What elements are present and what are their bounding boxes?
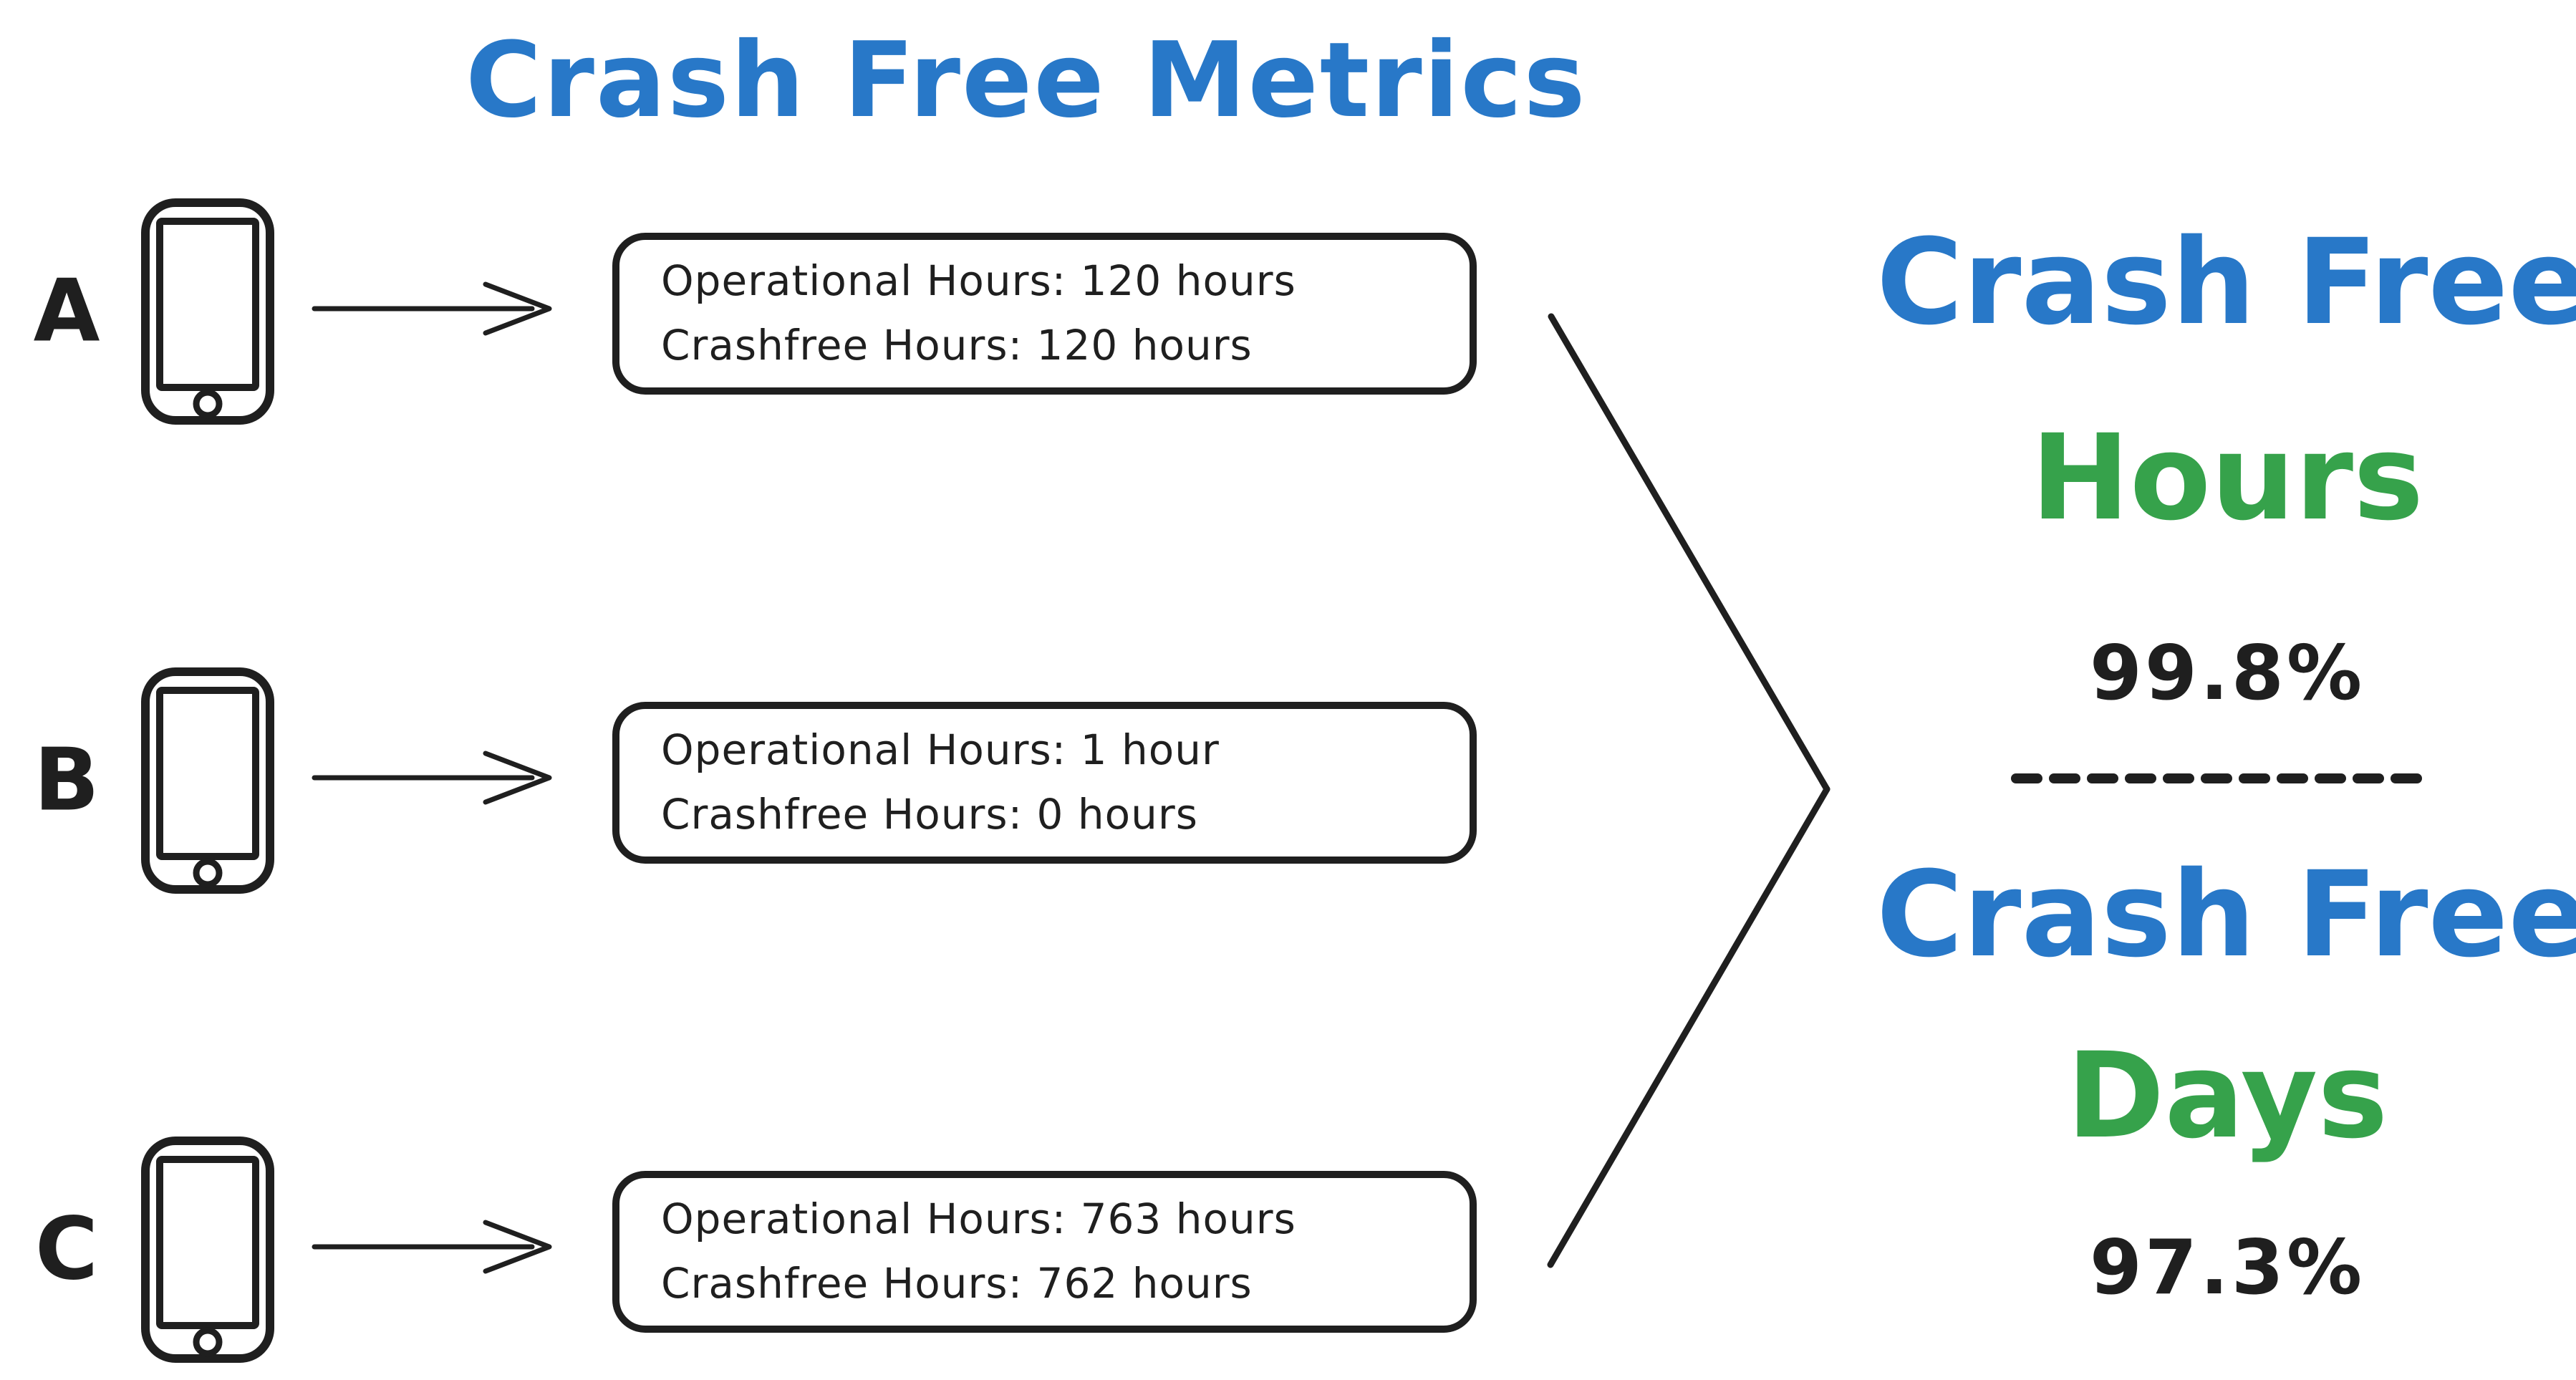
phone-icon: [141, 198, 274, 425]
crashfree-hours-text: Crashfree Hours: 0 hours: [661, 790, 1198, 839]
crashfree-hours-text: Crashfree Hours: 762 hours: [661, 1259, 1253, 1308]
arrow-right-icon: [312, 751, 552, 805]
metrics-box-a: Operational Hours: 120 hours Crashfree H…: [612, 233, 1477, 395]
operational-hours-text: Operational Hours: 120 hours: [661, 256, 1296, 306]
arrow-right-icon: [312, 281, 552, 336]
phone-icon: [141, 667, 274, 894]
device-row-b: B Operational Hours: 1 hour Crashfree Ho…: [0, 666, 1504, 895]
hours-unit-label: Hours: [2030, 409, 2424, 546]
crashfree-hours-text: Crashfree Hours: 120 hours: [661, 321, 1253, 370]
device-row-c: C Operational Hours: 763 hours Crashfree…: [0, 1135, 1504, 1364]
arrow-right-icon: [312, 1220, 552, 1274]
operational-hours-text: Operational Hours: 763 hours: [661, 1195, 1296, 1244]
crash-free-hours-title: Crash Free: [1876, 213, 2576, 351]
results-panel: Crash Free Hours 99.8% Crash Free Days 9…: [1876, 0, 2576, 1380]
metrics-box-c: Operational Hours: 763 hours Crashfree H…: [612, 1171, 1477, 1333]
page-title: Crash Free Metrics: [465, 20, 1587, 141]
crash-free-days-title: Crash Free: [1876, 846, 2576, 983]
crash-free-hours-value: 99.8%: [2089, 629, 2365, 717]
crash-free-days-value: 97.3%: [2089, 1224, 2365, 1311]
device-label-b: B: [34, 730, 100, 831]
device-label-a: A: [33, 261, 100, 362]
operational-hours-text: Operational Hours: 1 hour: [661, 725, 1220, 775]
metrics-box-b: Operational Hours: 1 hour Crashfree Hour…: [612, 702, 1477, 864]
device-row-a: A Operational Hours: 120 hours Crashfree…: [0, 197, 1504, 426]
device-label-c: C: [34, 1200, 99, 1300]
phone-icon: [141, 1137, 274, 1363]
dashed-divider: [2011, 773, 2429, 783]
days-unit-label: Days: [2066, 1027, 2388, 1164]
converge-chevron-lines: [1547, 313, 1830, 1268]
